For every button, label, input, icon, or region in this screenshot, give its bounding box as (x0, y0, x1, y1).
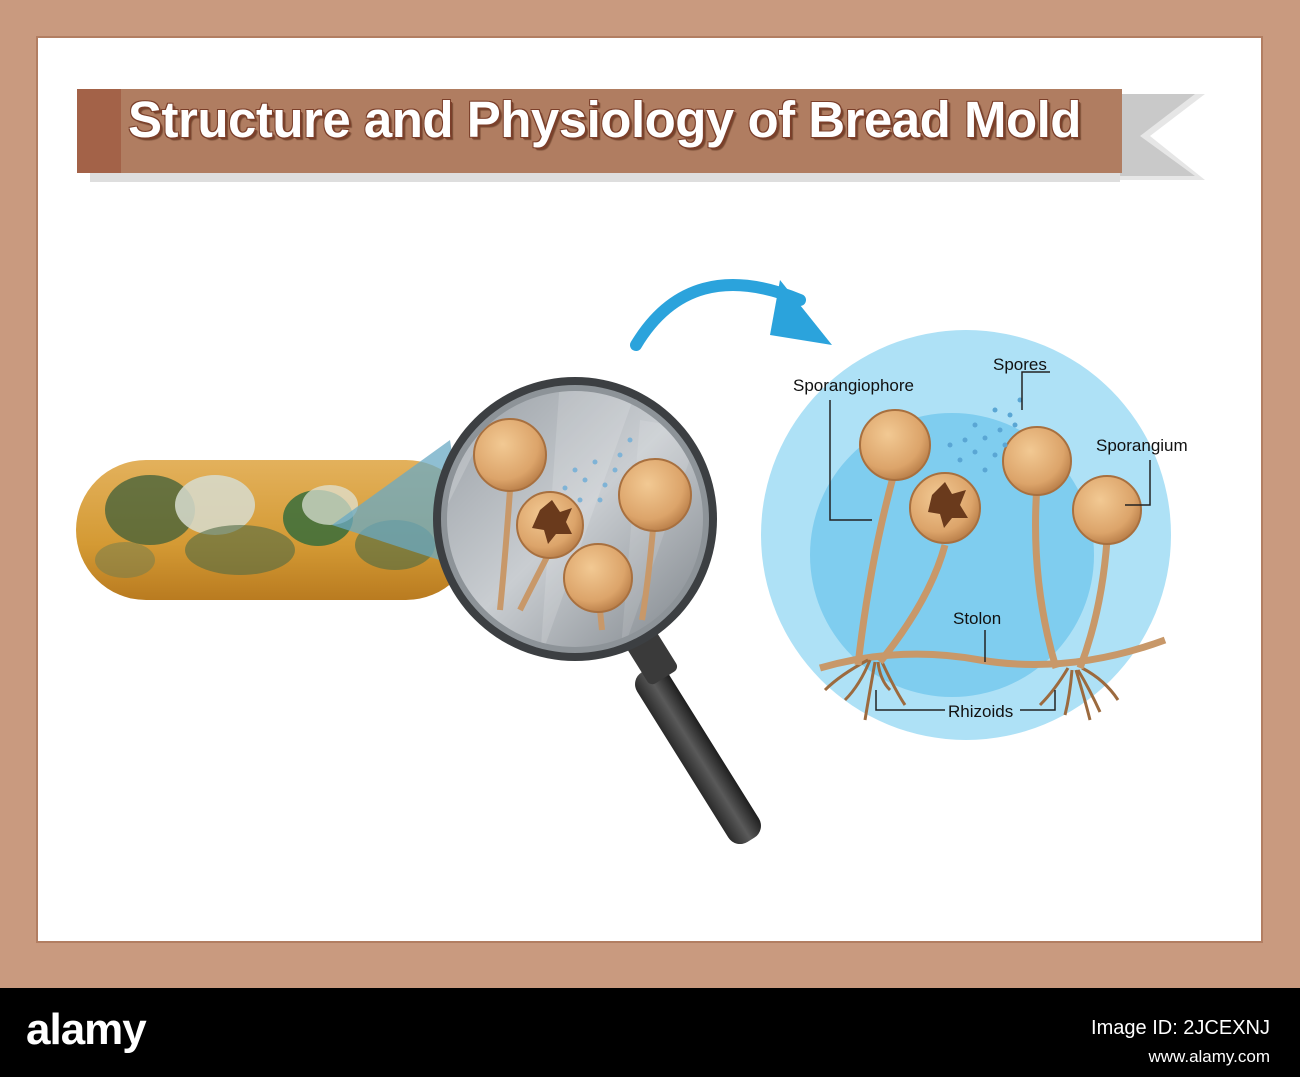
alamy-logo: alamy (26, 1005, 147, 1054)
label-spores: Spores (993, 355, 1047, 374)
label-sporangiophore: Sporangiophore (793, 376, 914, 395)
mold-structure-diagram (761, 330, 1171, 740)
watermark-footer (0, 988, 1300, 1077)
illustration (76, 89, 1205, 845)
footer-url: www.alamy.com (1148, 1047, 1270, 1066)
arrow-icon (630, 279, 832, 351)
label-sporangium: Sporangium (1096, 436, 1188, 455)
image-id: Image ID: 2JCEXNJ (1091, 1017, 1270, 1039)
magnifying-glass-icon (433, 377, 761, 845)
label-rhizoids: Rhizoids (948, 702, 1014, 721)
page-title: Structure and Physiology of Bread Mold (128, 91, 1081, 148)
title-banner (77, 89, 1205, 182)
label-stolon: Stolon (953, 609, 1002, 628)
